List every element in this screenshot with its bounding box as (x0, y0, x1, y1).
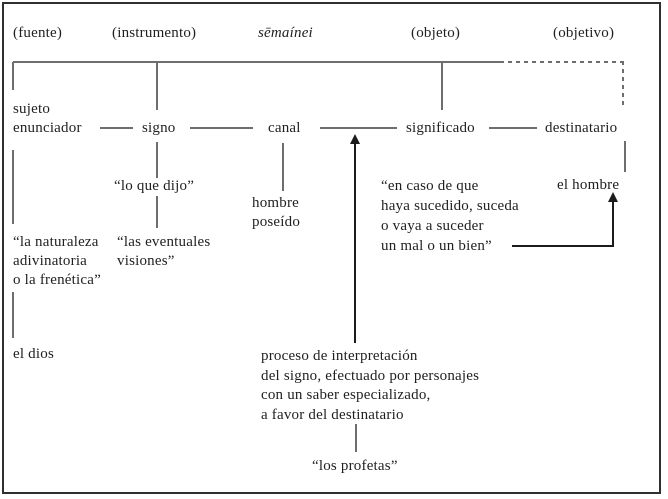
annotation-hombre-poseido: hombre poseído (252, 195, 301, 230)
connector-enunciador-signo (100, 127, 133, 129)
bracket-line-solid (13, 61, 500, 63)
label-objeto: (objeto) (411, 25, 461, 41)
bracket-drop-instrumento (156, 62, 158, 110)
connector-canal-significado (320, 127, 397, 129)
annotation-la-naturaleza: “la naturaleza adivinatoria o la frenéti… (13, 234, 101, 288)
drop-proceso-profetas (355, 424, 357, 452)
interpretation-arrowhead-icon (350, 134, 360, 144)
drop-signo (156, 142, 158, 178)
annotation-las-eventuales: “las eventuales visiones” (117, 234, 211, 269)
label-objetivo: (objetivo) (553, 25, 615, 41)
annotation-lo-que-dijo: “lo que dijo” (114, 178, 195, 194)
node-sujeto-enunciador: sujeto enunciador (13, 101, 82, 136)
bracket-line-dashed (500, 61, 623, 63)
elbow-arrow-horizontal (512, 245, 614, 247)
label-instrumento: (instrumento) (112, 25, 197, 41)
label-fuente: (fuente) (13, 25, 63, 41)
drop-naturaleza-low (12, 292, 14, 338)
node-canal: canal (268, 120, 301, 136)
drop-enunciador-mid (12, 150, 14, 224)
drop-destinatario (624, 141, 626, 172)
interpretation-arrow-line (354, 143, 356, 343)
drop-canal (282, 143, 284, 191)
node-signo: signo (142, 120, 176, 136)
elbow-arrowhead-icon (608, 192, 618, 202)
bracket-drop-objetivo-dashed (622, 61, 624, 109)
node-destinatario: destinatario (545, 120, 618, 136)
connector-significado-destinatario (489, 127, 537, 129)
bracket-drop-objeto (441, 62, 443, 110)
annotation-proceso: proceso de interpretación del signo, efe… (261, 348, 480, 423)
connector-signo-canal (190, 127, 253, 129)
bracket-drop-fuente (12, 62, 14, 90)
annotation-el-dios: el dios (13, 346, 54, 362)
annotation-el-hombre: el hombre (557, 177, 620, 193)
drop-lo-que-dijo (156, 196, 158, 228)
elbow-arrow-vertical (612, 200, 614, 247)
annotation-los-profetas: “los profetas” (312, 458, 398, 474)
node-significado: significado (406, 120, 475, 136)
label-semainei: sēmaínei (258, 25, 313, 41)
annotation-en-caso: “en caso de que haya sucedido, suceda o … (381, 178, 519, 254)
